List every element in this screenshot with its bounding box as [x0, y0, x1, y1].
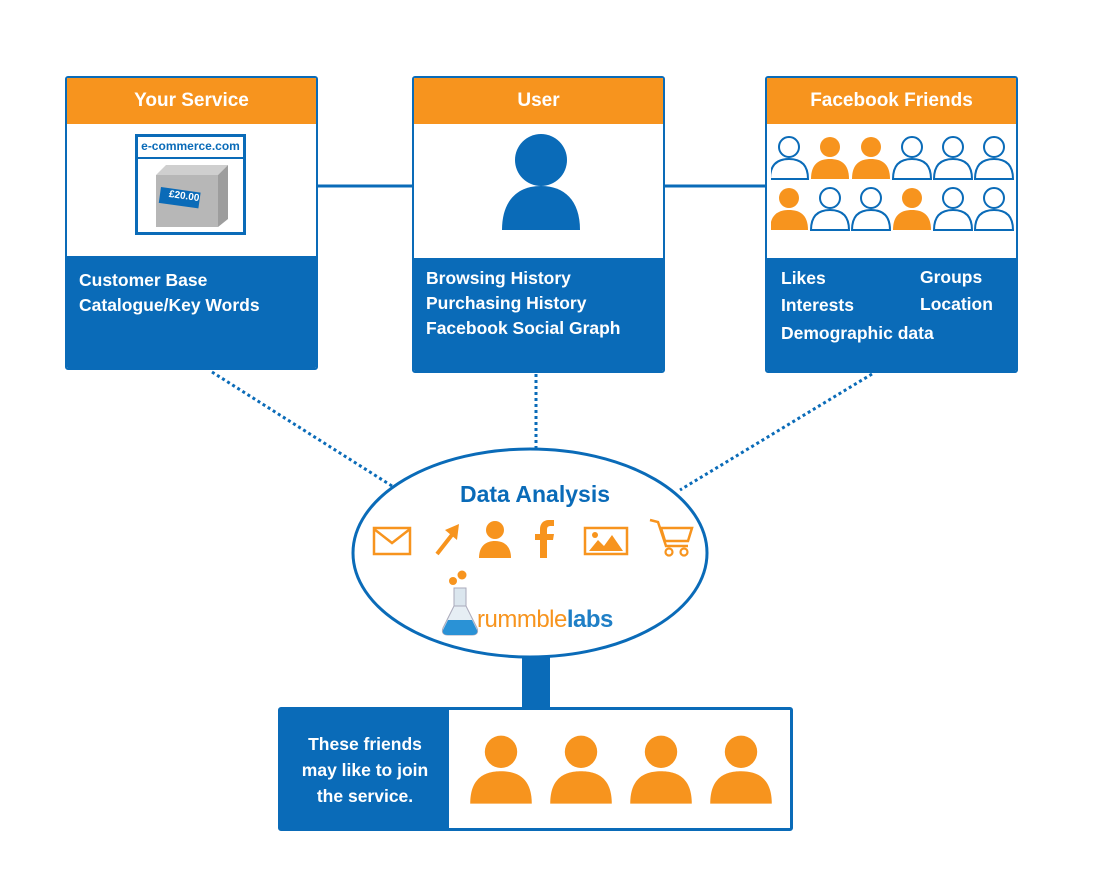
friend-icon-outline	[932, 136, 974, 180]
user-title: User	[414, 78, 663, 124]
friends-right-line-1: Groups	[920, 267, 983, 287]
result-text-panel: These friends may like to join the servi…	[281, 710, 449, 828]
person-icon	[479, 521, 511, 558]
result-box: These friends may like to join the servi…	[278, 707, 793, 831]
suggested-friend-icon	[630, 735, 692, 804]
logo-text-labs: labs	[566, 606, 614, 633]
rummblelabs-flask-icon	[441, 570, 479, 636]
cart-icon	[649, 518, 694, 557]
friends-left-line-1: Likes	[781, 268, 826, 288]
facebook-friends-card: Facebook Friends Likes Interests Demogra…	[765, 76, 1018, 373]
your-service-card: Your Service e-commerce.com £20.00 Custo…	[65, 76, 318, 370]
your-service-details: Customer Base Catalogue/Key Words	[67, 256, 316, 368]
friend-icon-outline	[771, 136, 810, 180]
suggested-friend-icon	[710, 735, 772, 804]
arrow-icon	[435, 524, 459, 556]
result-line-3: the service.	[316, 786, 414, 806]
friend-icon-outline	[973, 187, 1015, 231]
user-line-2: Purchasing History	[426, 293, 587, 313]
suggested-friend-icon	[470, 735, 532, 804]
ecommerce-illustration: e-commerce.com £20.00	[135, 134, 246, 235]
friends-right-line-2: Location	[920, 294, 993, 314]
suggested-friend-icon	[550, 735, 612, 804]
envelope-icon	[372, 526, 412, 556]
result-line-2: may like to join	[301, 760, 429, 780]
data-analysis-title: Data Analysis	[460, 481, 610, 507]
site-name: e-commerce.com	[141, 139, 240, 153]
friend-icon-outline	[850, 187, 892, 231]
friend-icon-orange	[893, 188, 931, 230]
service-line-1: Customer Base	[79, 270, 208, 290]
service-line-2: Catalogue/Key Words	[79, 295, 260, 315]
user-icon	[502, 134, 580, 230]
product-box-icon	[156, 165, 228, 227]
picture-icon	[583, 526, 629, 556]
friend-icon-outline	[973, 136, 1015, 180]
your-service-title: Your Service	[67, 78, 316, 124]
friend-icon-outline	[932, 187, 974, 231]
result-line-1: These friends	[308, 734, 422, 754]
facebook-friends-title: Facebook Friends	[767, 78, 1016, 124]
friend-icon-outline	[809, 187, 851, 231]
friends-left-line-3: Demographic data	[781, 323, 934, 343]
user-details: Browsing History Purchasing History Face…	[414, 258, 663, 371]
friend-icon-orange	[771, 188, 808, 230]
friends-details: Likes Interests Demographic data Groups …	[767, 258, 1016, 371]
friend-icon-orange	[811, 137, 849, 179]
facebook-icon	[535, 520, 554, 558]
friends-grid	[771, 136, 1015, 231]
rummblelabs-logo-text: rummblelabs	[477, 606, 613, 634]
friend-icon-orange	[852, 137, 890, 179]
user-card: User Browsing History Purchasing History…	[412, 76, 665, 373]
data-analysis-ellipse	[351, 447, 709, 659]
suggested-friends	[470, 735, 772, 804]
logo-text-rummble: rummble	[477, 606, 567, 633]
user-line-1: Browsing History	[426, 268, 571, 288]
friend-icon-outline	[891, 136, 933, 180]
user-line-3: Facebook Social Graph	[426, 318, 621, 338]
friends-left-line-2: Interests	[781, 295, 854, 315]
